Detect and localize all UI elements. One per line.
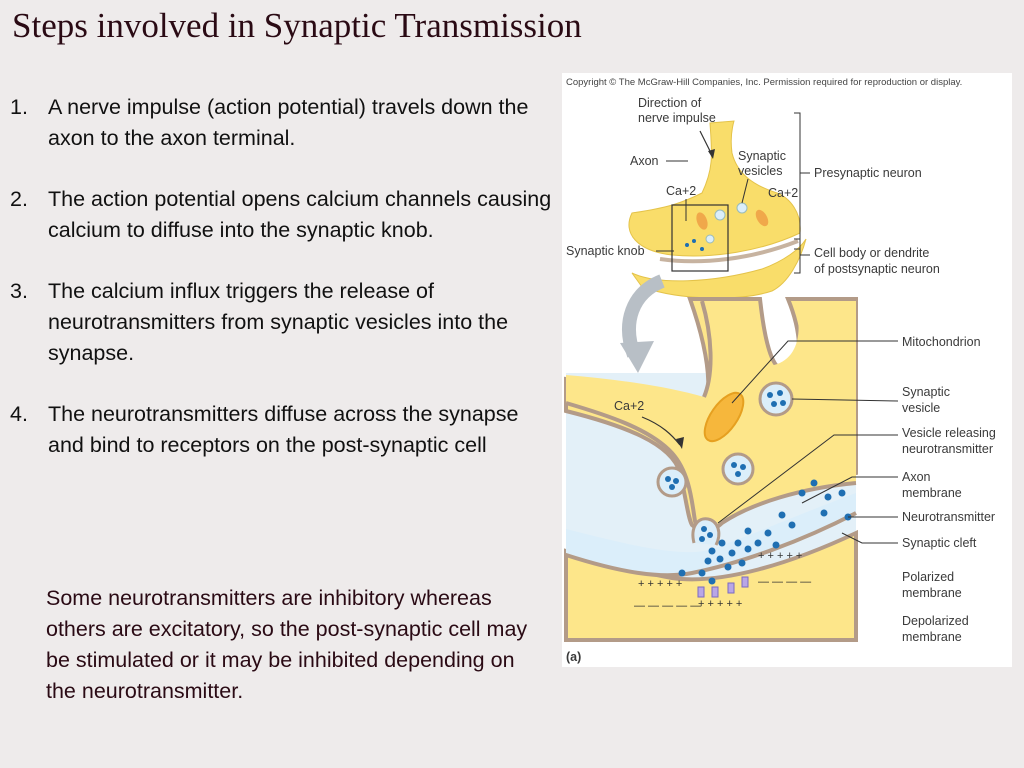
polarized-membrane-label-2: membrane [902, 586, 962, 600]
step-number: 3. [10, 279, 28, 303]
mitochondrion-label: Mitochondrion [902, 335, 981, 349]
neurotransmitter-dots [678, 479, 852, 585]
slide-title: Steps involved in Synaptic Transmission [12, 6, 582, 45]
synaptic-vesicles-label-2: vesicles [738, 164, 782, 178]
panel-label: (a) [566, 650, 581, 664]
direction-label-2: nerve impulse [638, 111, 716, 125]
neurotransmitter-label: Neurotransmitter [902, 510, 995, 524]
svg-text:+ + + + +: + + + + + [638, 578, 682, 590]
copyright-text: Copyright © The McGraw-Hill Companies, I… [566, 77, 962, 88]
step-item: 1. A nerve impulse (action potential) tr… [10, 92, 558, 154]
receptors [697, 576, 749, 598]
step-number: 4. [10, 402, 28, 426]
step-number: 1. [10, 95, 28, 119]
step-number: 2. [10, 187, 28, 211]
charge-marks: + + + + + + + + + + + + + + + — — — — — … [634, 550, 811, 612]
synaptic-vesicle-label-2: vesicle [902, 401, 940, 415]
step-text: The neurotransmitters diffuse across the… [48, 402, 519, 457]
step-text: The calcium influx triggers the release … [48, 279, 509, 365]
ca-label-top-right: Ca+2 [768, 186, 798, 200]
svg-text:+ + + + +: + + + + + [758, 550, 802, 562]
steps-list: 1. A nerve impulse (action potential) tr… [10, 92, 558, 491]
axon-membrane-label-2: membrane [902, 486, 962, 500]
depolarized-membrane-label-1: Depolarized [902, 614, 969, 628]
step-item: 3. The calcium influx triggers the relea… [10, 276, 558, 369]
svg-text:— — — — —: — — — — — [634, 600, 701, 612]
inset-box [671, 204, 729, 272]
polarized-membrane-label-1: Polarized [902, 570, 954, 584]
cell-body-label-2: of postsynaptic neuron [814, 262, 940, 276]
ca-label-top-left: Ca+2 [666, 184, 696, 198]
vesicles [656, 381, 794, 546]
step-text: The action potential opens calcium chann… [48, 187, 552, 242]
direction-label-1: Direction of [638, 96, 702, 110]
presynaptic-neuron-label: Presynaptic neuron [814, 166, 922, 180]
ca-label-main: Ca+2 [614, 399, 644, 413]
note-paragraph: Some neurotransmitters are inhibitory wh… [46, 586, 528, 703]
synaptic-cleft-label: Synaptic cleft [902, 536, 977, 550]
axon-label: Axon [630, 154, 659, 168]
leader-lines [717, 340, 899, 544]
vesicle-releasing-label-1: Vesicle releasing [902, 426, 996, 440]
overview-neuron [628, 120, 807, 299]
synaptic-knob-label: Synaptic knob [566, 244, 645, 258]
svg-text:— — — —: — — — — [758, 576, 811, 588]
synapse-diagram-detail: + + + + + + + + + + + + + + + — — — — — … [565, 300, 996, 664]
synaptic-vesicles-label-1: Synaptic [738, 149, 786, 163]
step-item: 2. The action potential opens calcium ch… [10, 184, 558, 246]
axon-membrane-label-1: Axon [902, 470, 931, 484]
cell-body-label-1: Cell body or dendrite [814, 246, 929, 260]
vesicle-releasing-label-2: neurotransmitter [902, 442, 993, 456]
step-text: A nerve impulse (action potential) trave… [48, 95, 529, 150]
svg-text:+ + + + +: + + + + + [698, 598, 742, 610]
synaptic-vesicle-label-1: Synaptic [902, 385, 950, 399]
depolarized-membrane-label-2: membrane [902, 630, 962, 644]
step-item: 4. The neurotransmitters diffuse across … [10, 399, 558, 461]
synapse-figure: Copyright © The McGraw-Hill Companies, I… [562, 73, 1012, 667]
